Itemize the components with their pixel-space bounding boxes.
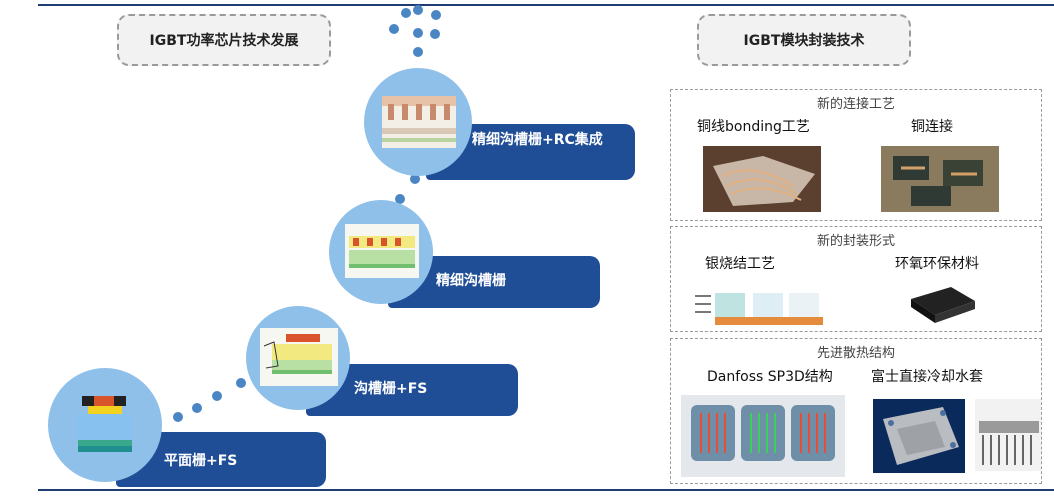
copper-connection-label: 铜连接 xyxy=(911,119,953,135)
chip-structure-image-1 xyxy=(48,368,162,482)
panel-new-connection-title: 新的连接工艺 xyxy=(816,97,895,112)
fuji-water-jacket-label: 富士直接冷却水套 xyxy=(871,369,983,385)
epoxy-module-photo xyxy=(901,277,981,329)
top-rule xyxy=(38,4,1054,6)
panel-advanced-cooling: 先进散热结构 Danfoss SP3D结构 富士直接冷却水套 xyxy=(670,338,1042,484)
step-trench-fs-label: 沟槽栅+FS xyxy=(354,381,428,397)
panel-new-package: 新的封装形式 银烧结工艺 环氧环保材料 xyxy=(670,226,1042,332)
chip-structure-image-4 xyxy=(364,68,472,176)
chip-structure-image-2 xyxy=(246,306,350,410)
chip-tech-header: IGBT功率芯片技术发展 xyxy=(117,14,331,66)
fuji-cooling-fins-photo xyxy=(975,399,1041,471)
copper-connection-photo xyxy=(881,146,999,212)
danfoss-sp3d-label: Danfoss SP3D结构 xyxy=(707,369,833,385)
silver-sintering-label: 银烧结工艺 xyxy=(705,256,775,272)
silver-sintering-diagram xyxy=(693,285,823,327)
chip-structure-image-3 xyxy=(329,200,433,304)
panel-advanced-cooling-title: 先进散热结构 xyxy=(816,346,895,361)
danfoss-sp3d-diagram xyxy=(681,395,845,477)
step-trench-fs: 沟槽栅+FS xyxy=(306,364,518,416)
step-fine-trench-rc-label: 精细沟槽栅+RC集成 xyxy=(472,132,603,148)
panel-new-package-title: 新的封装形式 xyxy=(816,234,895,249)
package-tech-header-text: IGBT模块封装技术 xyxy=(743,33,865,49)
bottom-rule xyxy=(38,489,1054,491)
copper-bonding-photo xyxy=(703,146,821,212)
fuji-cooling-plate-photo xyxy=(873,399,965,473)
panel-new-connection: 新的连接工艺 铜线bonding工艺 铜连接 xyxy=(670,89,1042,221)
copper-bonding-label: 铜线bonding工艺 xyxy=(697,119,810,135)
step-fine-trench-label: 精细沟槽栅 xyxy=(436,273,506,289)
epoxy-material-label: 环氧环保材料 xyxy=(895,256,979,272)
chip-tech-header-text: IGBT功率芯片技术发展 xyxy=(149,33,299,49)
step-planar-fs-label: 平面栅+FS xyxy=(164,453,238,469)
package-tech-header: IGBT模块封装技术 xyxy=(697,14,911,66)
